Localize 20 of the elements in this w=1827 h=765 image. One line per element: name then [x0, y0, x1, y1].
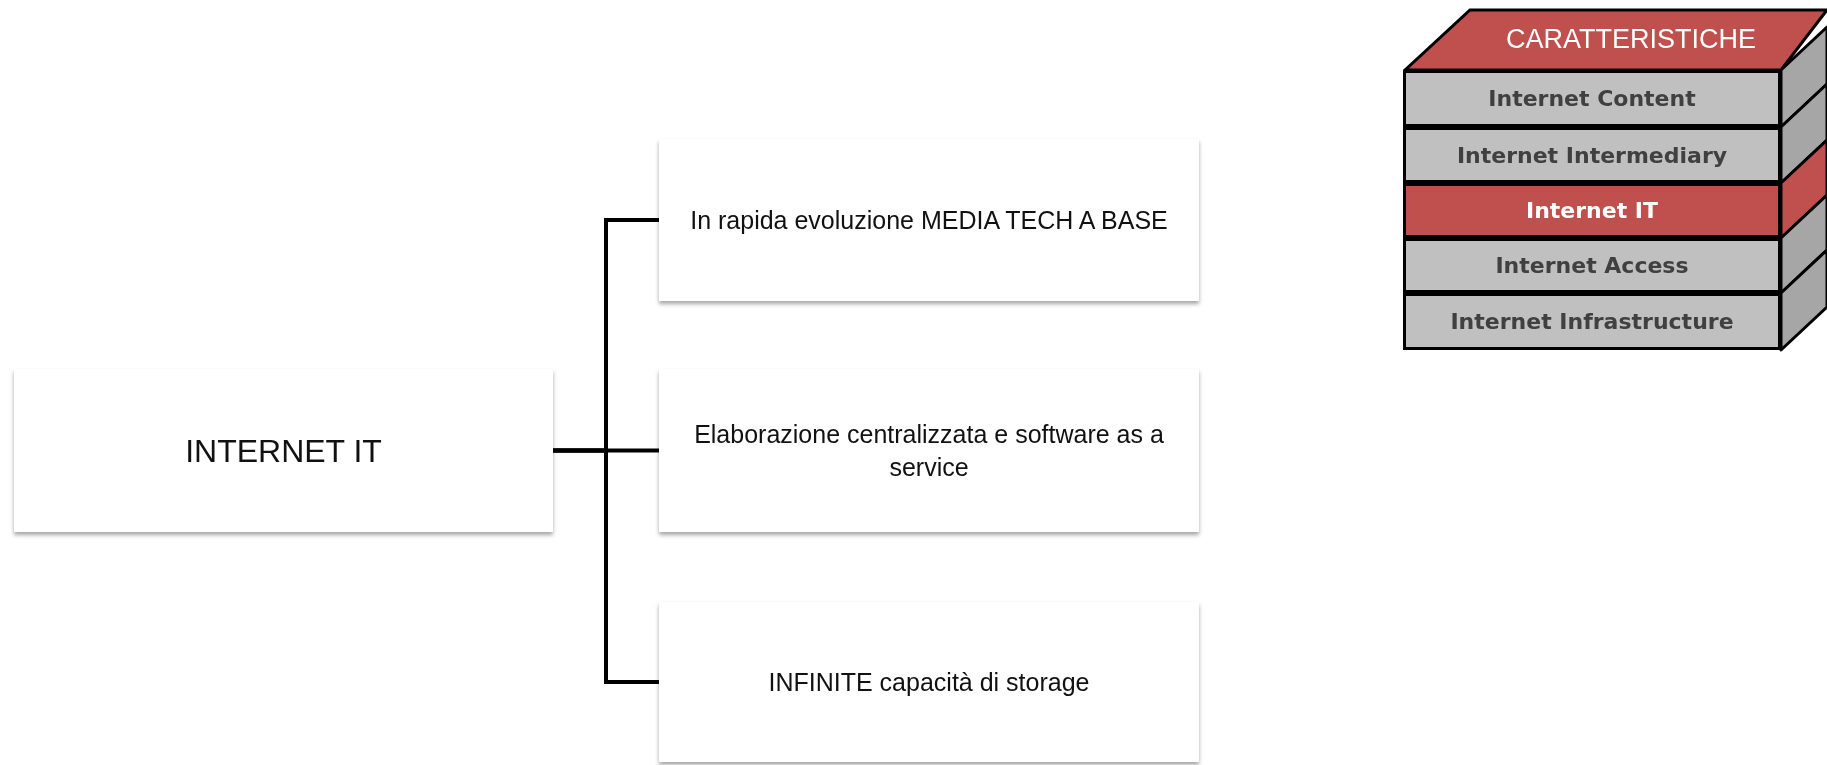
topic-box	[14, 369, 553, 532]
stack-layer	[1403, 238, 1781, 293]
stack-top-face	[1403, 8, 1827, 70]
node-text: INFINITE capacità di storage	[768, 666, 1090, 698]
stack-layer	[1403, 70, 1781, 127]
node-text: Internet Access	[1495, 252, 1689, 280]
connector-line	[553, 448, 659, 684]
detail-box	[659, 602, 1199, 762]
node-text: Internet Content	[1488, 85, 1696, 113]
node-text: Elaborazione centralizzata e software as a service	[693, 419, 1165, 483]
stack-layer	[1403, 127, 1781, 183]
node-text: Internet IT	[1525, 197, 1659, 225]
node-text: INTERNET IT	[185, 431, 382, 471]
node-text: In rapida evoluzione MEDIA TECH A BASE	[690, 204, 1168, 236]
stack-layer	[1403, 293, 1781, 350]
detail-box	[659, 139, 1199, 301]
node-text: Internet Intermediary	[1456, 141, 1728, 170]
node-text: CARATTERISTICHE	[1506, 22, 1756, 56]
detail-box	[659, 369, 1199, 532]
node-text: Internet Infrastructure	[1450, 308, 1734, 336]
